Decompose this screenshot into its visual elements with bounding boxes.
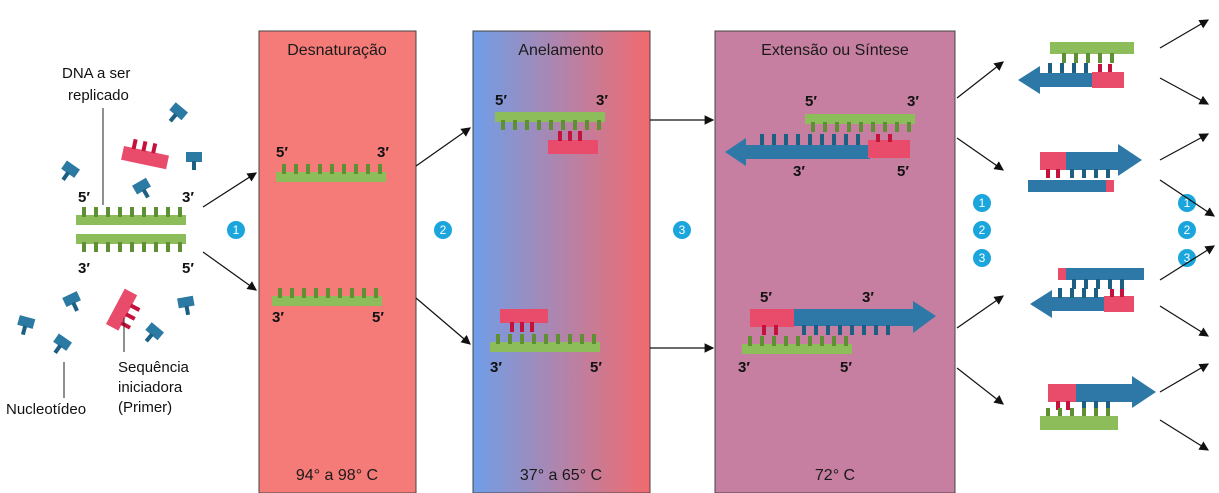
end-label: 5′ (805, 93, 817, 110)
nucleotide-icon (48, 333, 72, 358)
end-label: 3′ (738, 359, 750, 376)
svg-text:1: 1 (233, 223, 240, 237)
primer-label-line1: Sequência (118, 359, 190, 376)
primer-icon (121, 138, 169, 170)
end-label: 5′ (840, 359, 852, 376)
temp-annealing: 37° a 65° C (520, 467, 602, 484)
end-label: 3′ (377, 144, 389, 161)
primer-icon (106, 288, 141, 331)
end-label: 5′ (276, 144, 288, 161)
extended-top (725, 114, 915, 166)
nucleotide-icon (62, 291, 85, 315)
end-label: 3′ (490, 359, 502, 376)
primer-label-line3: (Primer) (118, 399, 172, 416)
flow-arrow (1159, 179, 1215, 217)
end-label: 5′ (495, 92, 507, 109)
dna-label-line1: DNA a ser (62, 65, 130, 82)
step-badge: 2 (973, 221, 991, 239)
step-badge: 2 (434, 221, 452, 239)
end-label: 5′ (372, 309, 384, 326)
step-badge: 3 (973, 249, 991, 267)
end-label: 3′ (272, 309, 284, 326)
temp-extension: 72° C (815, 467, 855, 484)
nucleotide-icon (186, 152, 202, 170)
end-label: 3′ (862, 289, 874, 306)
primer-label-line2: iniciadora (118, 379, 183, 396)
nucleotide-icon (164, 102, 188, 127)
temp-denaturation: 94° a 98° C (296, 467, 378, 484)
nucleotide-icon (140, 322, 164, 347)
svg-text:2: 2 (440, 223, 447, 237)
end-label: 5′ (78, 189, 90, 206)
svg-text:1: 1 (979, 196, 986, 210)
flow-arrow (1159, 363, 1210, 393)
product-duplex (1028, 144, 1142, 192)
annealing-panel (472, 30, 651, 493)
flow-arrow (956, 61, 1004, 99)
svg-text:1: 1 (1184, 196, 1191, 210)
flow-arrow (415, 297, 471, 345)
flow-arrow (1159, 19, 1210, 49)
product-duplex (1030, 268, 1144, 318)
dna-label-line2: replicado (68, 87, 129, 104)
end-label: 5′ (182, 260, 194, 277)
flow-arrow (1159, 133, 1210, 161)
end-label: 5′ (760, 289, 772, 306)
nucleotide-icon (15, 315, 36, 337)
flow-arrow (202, 251, 257, 291)
annealed-bottom (490, 309, 600, 352)
end-label: 3′ (78, 260, 90, 277)
step-badge: 1 (973, 194, 991, 212)
stage-title-extension: Extensão ou Síntese (761, 42, 909, 59)
extended-bottom (742, 301, 936, 354)
flow-arrow (956, 367, 1004, 405)
nucleotide-icon (132, 177, 155, 202)
flow-arrow (1159, 245, 1216, 281)
stage-title-annealing: Anelamento (518, 42, 603, 59)
flow-arrow (1159, 419, 1210, 451)
annealed-top (495, 112, 605, 154)
nucleotide-label: Nucleotídeo (6, 401, 86, 418)
end-label: 3′ (907, 93, 919, 110)
flow-arrow (956, 295, 1004, 329)
svg-text:3: 3 (679, 223, 686, 237)
nucleotide-icon (177, 295, 196, 317)
end-label: 5′ (590, 359, 602, 376)
flow-arrow (415, 127, 471, 167)
step-badge: 2 (1178, 221, 1196, 239)
step-badge: 1 (227, 221, 245, 239)
starting-dna-double-strand (76, 207, 186, 252)
product-duplex (1040, 376, 1156, 430)
step-badge: 3 (1178, 249, 1196, 267)
step-badge: 3 (673, 221, 691, 239)
extension-panel (714, 30, 956, 493)
svg-text:3: 3 (1184, 251, 1191, 265)
product-duplex (1018, 42, 1134, 94)
end-label: 3′ (182, 189, 194, 206)
end-label: 3′ (596, 92, 608, 109)
svg-text:3: 3 (979, 251, 986, 265)
end-label: 5′ (897, 163, 909, 180)
stage-title-denaturation: Desnaturação (287, 42, 387, 59)
nucleotide-icon (56, 160, 80, 185)
end-label: 3′ (793, 163, 805, 180)
flow-arrow (202, 172, 258, 208)
svg-text:2: 2 (1184, 223, 1191, 237)
flow-arrow (1159, 305, 1210, 337)
flow-arrow (956, 137, 1004, 171)
step-badge: 1 (1178, 194, 1196, 212)
denaturation-panel (258, 30, 417, 493)
flow-arrow (1159, 77, 1210, 105)
svg-text:2: 2 (979, 223, 986, 237)
